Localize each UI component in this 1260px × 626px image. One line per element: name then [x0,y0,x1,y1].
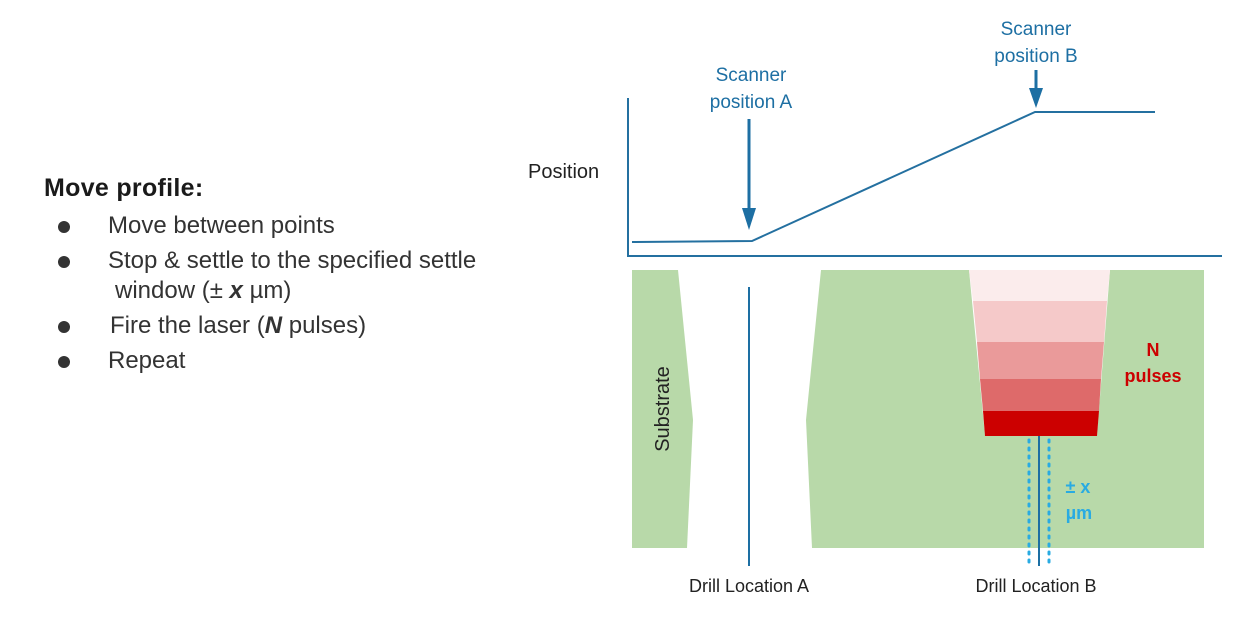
pulse-layer-2 [973,301,1107,342]
continuation-suffix: µm) [242,277,292,304]
variable-x: x [229,277,243,304]
bullet-icon [58,256,70,268]
scanner-a-label-line2: position A [710,92,793,113]
drill-a-label: Drill Location A [689,576,809,596]
bullet-icon [58,321,70,333]
pulse-layer-5 [983,411,1099,436]
bullet-icon [58,356,70,368]
list-item-text: Fire the laser (N pulses) [44,311,584,341]
pulse-layer-3 [977,342,1104,379]
pulses-label-line1: N [1147,340,1160,360]
y-axis-label: Position [528,161,599,183]
bullet-icon [58,221,70,233]
move-profile-heading: Move profile: [44,174,204,202]
pulse-layer-1 [969,270,1110,301]
text-prefix: Fire the laser ( [110,312,265,339]
move-profile-list: Move between points Stop & settle to the… [44,211,584,376]
variable-n: N [264,312,283,339]
continuation-prefix: window (± [115,277,230,304]
list-item-continuation: window (± x µm) [44,276,584,306]
list-item: Fire the laser (N pulses) [44,311,584,341]
drill-b-label: Drill Location B [975,576,1096,596]
list-item-text: Repeat [108,347,186,374]
scanner-b-label-line1: Scanner [1001,19,1072,40]
substrate-right [806,270,1204,548]
move-profile-panel: Move profile: Move between points Stop &… [44,174,584,381]
scanner-b-arrowhead-icon [1029,88,1043,108]
substrate-label: Substrate [652,366,674,452]
list-item: Stop & settle to the specified settle wi… [44,246,584,306]
tolerance-label-line1: ± x [1066,477,1091,497]
pulses-label-line2: pulses [1124,366,1181,386]
list-item: Repeat [44,346,584,376]
list-item-text: Stop & settle to the specified settle [108,247,477,274]
scanner-b-label-line2: position B [994,46,1077,67]
position-profile-line [631,111,1155,243]
list-item: Move between points [44,211,584,241]
scanner-a-arrowhead-icon [742,208,756,230]
tolerance-label-line2: µm [1066,503,1092,523]
pulse-layer-4 [980,379,1101,411]
scanner-a-label-line1: Scanner [716,65,787,86]
text-suffix: pulses) [282,312,367,339]
substrate-left [632,270,693,548]
list-item-text: Move between points [108,212,335,239]
